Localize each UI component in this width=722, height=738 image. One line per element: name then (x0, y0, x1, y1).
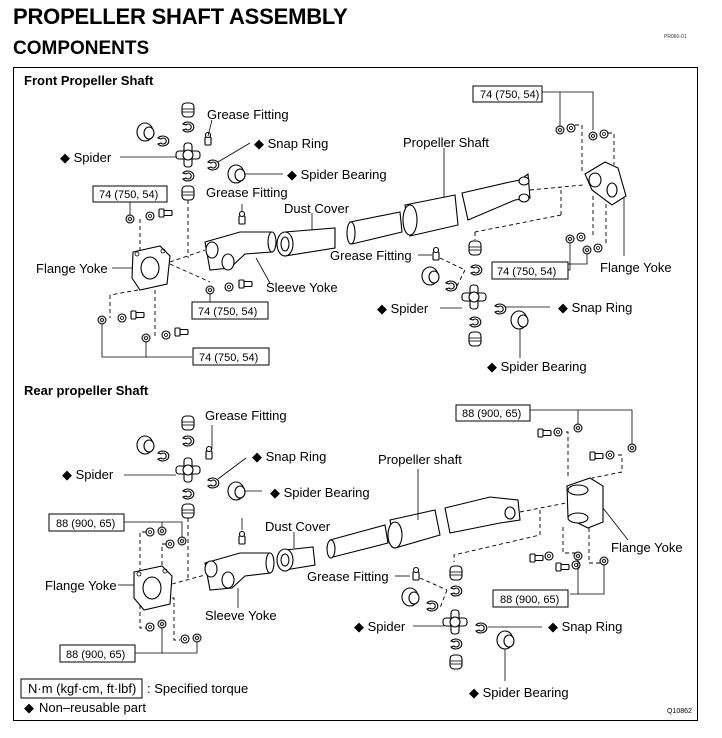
svg-text:◆ Snap Ring: ◆ Snap Ring (254, 136, 328, 151)
svg-text:◆ Spider Bearing: ◆ Spider Bearing (469, 685, 569, 700)
front-torque-box-right-top (472, 85, 543, 103)
rear-label-propeller-shaft: Propeller shaft (378, 452, 462, 467)
front-torque-right-top: 74 (750, 54) (480, 89, 539, 101)
rear-flange-yoke-left (133, 565, 173, 611)
rear-torque-left-top: 88 (900, 65) (56, 518, 115, 530)
rear-label-grease-fitting-right: Grease Fitting (307, 569, 389, 584)
front-propeller-shaft (346, 172, 531, 245)
rear-label-snap-ring-right: ◆ Snap Ring (548, 619, 622, 634)
rear-label-spider-left: ◆ Spider (62, 467, 114, 482)
legend-non-reusable-symbol: ◆ (24, 700, 34, 715)
rear-label-flange-yoke-right: Flange Yoke (611, 540, 683, 555)
page-subtitle: COMPONENTS (13, 38, 150, 59)
rear-torque-box-left-top (48, 513, 125, 532)
front-torque-left-bottom: 74 (750, 54) (199, 352, 258, 364)
rear-torque-box-right-top (455, 404, 531, 422)
front-torque-left-mid: 74 (750, 54) (198, 306, 257, 318)
rear-dust-cover (276, 546, 316, 572)
front-label-sleeve-yoke: Sleeve Yoke (266, 280, 338, 295)
front-label-flange-yoke-left: Flange Yoke (36, 261, 108, 276)
front-label-grease-fitting-top: Grease Fitting (207, 107, 289, 122)
rear-label-spider-bearing-left: ◆ Spider Bearing (270, 485, 370, 500)
rear-flange-yoke-right (566, 477, 604, 529)
rear-label-flange-yoke-left: Flange Yoke (45, 578, 117, 593)
front-torque-left-top: 74 (750, 54) (99, 189, 158, 201)
front-dust-cover (276, 227, 336, 257)
front-label-dust-cover: Dust Cover (284, 201, 350, 216)
front-torque-box-left-mid (191, 301, 269, 320)
front-sleeve-yoke (204, 231, 277, 271)
rear-torque-box-left-bottom (59, 644, 136, 663)
front-label-spider-left: ◆ Spider (60, 150, 112, 165)
rear-label-spider-bearing-right: ◆ Spider Bearing (469, 685, 569, 700)
document-code: PR060-01 (664, 34, 687, 40)
rear-sleeve-yoke (204, 552, 275, 591)
legend-non-reusable-desc: Non–reusable part (39, 700, 146, 715)
front-label-flange-yoke-right: Flange Yoke (600, 260, 672, 275)
svg-text:◆ Spider: ◆ Spider (60, 150, 112, 165)
rear-label-sleeve-yoke: Sleeve Yoke (205, 608, 277, 623)
rear-label-spider-right: ◆ Spider (354, 619, 406, 634)
rear-label-dust-cover: Dust Cover (265, 519, 331, 534)
legend-torque-box (20, 678, 143, 699)
diagram-frame (13, 67, 698, 721)
legend-torque-unit: N·m (kgf·cm, ft·lbf) (28, 681, 136, 696)
rear-right-ujoint (401, 565, 515, 670)
figure-code: Q10862 (667, 708, 692, 715)
legend-torque-desc: : Specified torque (147, 681, 248, 696)
svg-text:◆ Snap Ring: ◆ Snap Ring (548, 619, 622, 634)
rear-propeller-shaft (326, 496, 521, 559)
rear-left-ujoint (136, 415, 246, 519)
svg-text:◆ Snap Ring: ◆ Snap Ring (252, 449, 326, 464)
front-label-spider-right: ◆ Spider (377, 301, 429, 316)
front-right-ujoint (421, 240, 529, 347)
front-torque-box-right-bottom (491, 261, 569, 280)
svg-text:◆ Spider: ◆ Spider (377, 301, 429, 316)
front-torque-box-left-bottom (192, 347, 270, 366)
rear-label-snap-ring-left: ◆ Snap Ring (252, 449, 326, 464)
front-label-grease-fitting-mid: Grease Fitting (206, 185, 288, 200)
front-section-title: Front Propeller Shaft (24, 73, 154, 88)
svg-text:◆ Spider Bearing: ◆ Spider Bearing (487, 359, 587, 374)
rear-section-title: Rear propeller Shaft (24, 383, 149, 398)
svg-text:◆ Snap Ring: ◆ Snap Ring (558, 300, 632, 315)
front-label-spider-bearing-left: ◆ Spider Bearing (287, 167, 387, 182)
front-torque-right-bottom: 74 (750, 54) (497, 266, 556, 278)
svg-text:◆ Spider: ◆ Spider (62, 467, 114, 482)
svg-text:◆ Spider Bearing: ◆ Spider Bearing (270, 485, 370, 500)
svg-text:◆ Spider: ◆ Spider (354, 619, 406, 634)
svg-text:◆ Spider Bearing: ◆ Spider Bearing (287, 167, 387, 182)
rear-torque-box-right-bottom (492, 589, 569, 608)
front-label-spider-bearing-right: ◆ Spider Bearing (487, 359, 587, 374)
front-label-grease-fitting-right: Grease Fitting (330, 248, 412, 263)
rear-torque-right-bottom: 88 (900, 65) (500, 594, 559, 606)
rear-torque-left-bottom: 88 (900, 65) (66, 649, 125, 661)
front-label-propeller-shaft: Propeller Shaft (403, 135, 489, 150)
front-flange-yoke-left (131, 245, 171, 291)
rear-label-grease-fitting-top: Grease Fitting (205, 408, 287, 423)
rear-torque-right-top: 88 (900, 65) (462, 408, 521, 420)
front-label-snap-ring-right: ◆ Snap Ring (558, 300, 632, 315)
front-label-snap-ring-left: ◆ Snap Ring (254, 136, 328, 151)
front-flange-yoke-right (584, 161, 627, 206)
page-title: PROPELLER SHAFT ASSEMBLY (13, 4, 348, 29)
